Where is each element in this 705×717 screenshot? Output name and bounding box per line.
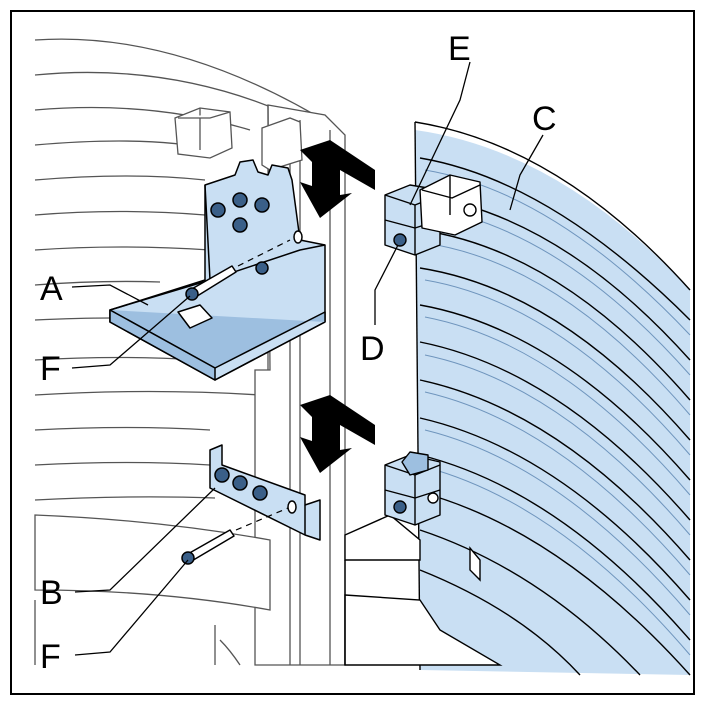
base-beam xyxy=(344,514,503,666)
lower-channel xyxy=(34,514,271,666)
callout-f-lower: F xyxy=(40,638,61,676)
callout-c: C xyxy=(532,100,557,138)
lower-arrow xyxy=(300,395,375,473)
bracket-a xyxy=(109,159,326,381)
top-slider-block xyxy=(174,107,303,171)
callout-a: A xyxy=(40,270,63,308)
callout-d: D xyxy=(360,330,385,368)
callout-f-upper: F xyxy=(40,350,61,388)
upper-arrow xyxy=(300,140,375,218)
right-panel xyxy=(414,121,691,676)
callout-b: B xyxy=(40,574,63,612)
bracket-b xyxy=(181,444,321,565)
clamp-e xyxy=(384,174,483,256)
clamp-lower xyxy=(384,451,441,526)
callout-e: E xyxy=(448,30,471,68)
leader-lines xyxy=(71,61,544,656)
